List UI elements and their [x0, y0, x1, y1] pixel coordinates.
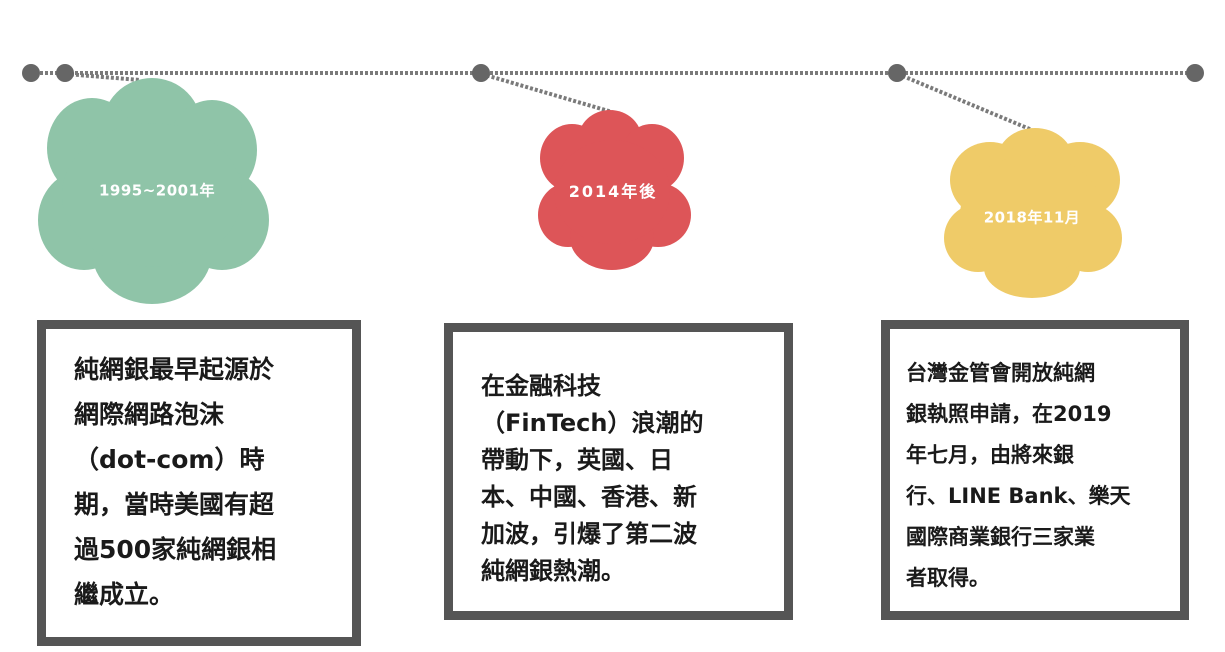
event-text-3-line-1: 台灣金管會開放純網 [906, 361, 1095, 385]
event-card-2: 在金融科技 （FinTech）浪潮的 帶動下，英國、日 本、中國、香港、新 加波… [444, 323, 793, 620]
timeline-dot-1 [56, 64, 74, 82]
event-text-1-line-2: 網際網路泡沫 [74, 400, 225, 429]
connector-line-1 [65, 72, 141, 82]
event-text-2-line-6: 純網銀熱潮。 [481, 557, 625, 585]
cloud-1 [38, 78, 269, 304]
event-text-2-line-2: （FinTech）浪潮的 [481, 409, 704, 437]
event-card-3: 台灣金管會開放純網 銀執照申請，在2019 年七月，由將來銀 行、LINE Ba… [881, 320, 1189, 620]
event-card-1: 純網銀最早起源於 網際網路泡沫 （dot-com）時 期，當時美國有超 過500… [37, 320, 361, 646]
event-text-2-line-5: 加波，引爆了第二波 [481, 520, 697, 548]
event-text-3-line-4: 行、LINE Bank、樂天 [906, 484, 1131, 508]
timeline-dot-3 [888, 64, 906, 82]
event-text-2-line-1: 在金融科技 [481, 372, 601, 400]
event-text-2-line-4: 本、中國、香港、新 [481, 483, 697, 511]
event-text-1-line-6: 繼成立。 [74, 580, 175, 609]
date-label-1: 1995~2001年 [98, 181, 216, 200]
connector-line-3 [897, 72, 1033, 132]
cloud-3 [944, 128, 1122, 298]
timeline-dot-2 [472, 64, 490, 82]
connector-line-2 [481, 72, 613, 114]
date-label-3: 2018年11月 [983, 208, 1081, 227]
cloud-2 [538, 110, 691, 270]
timeline-dot-start [22, 64, 40, 82]
event-text-3-line-5: 國際商業銀行三家業 [906, 525, 1095, 549]
event-text-2-line-3: 帶動下，英國、日 [481, 446, 673, 474]
event-text-1-line-5: 過500家純網銀相 [74, 535, 277, 564]
event-text-1-line-4: 期，當時美國有超 [74, 490, 275, 519]
event-text-1-line-1: 純網銀最早起源於 [74, 355, 275, 384]
date-label-2: 2014年後 [568, 182, 658, 201]
event-text-1-line-3: （dot-com）時 [74, 445, 265, 474]
event-text-3-line-6: 者取得。 [906, 566, 990, 590]
event-text-3-line-3: 年七月，由將來銀 [906, 443, 1074, 467]
event-text-3-line-2: 銀執照申請，在2019 [906, 402, 1112, 426]
timeline-dot-end [1186, 64, 1204, 82]
